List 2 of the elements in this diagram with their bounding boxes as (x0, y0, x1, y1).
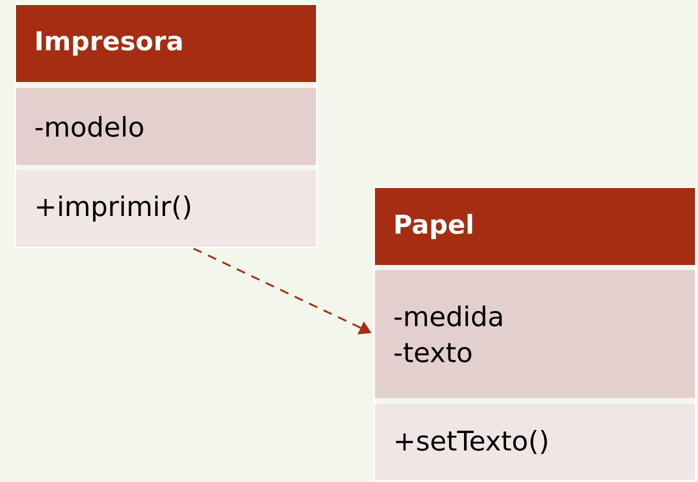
class-box: Impresora -modelo +imprimir() (14, 4, 318, 248)
class-box: Papel -medida -texto +setTexto() (374, 186, 696, 482)
